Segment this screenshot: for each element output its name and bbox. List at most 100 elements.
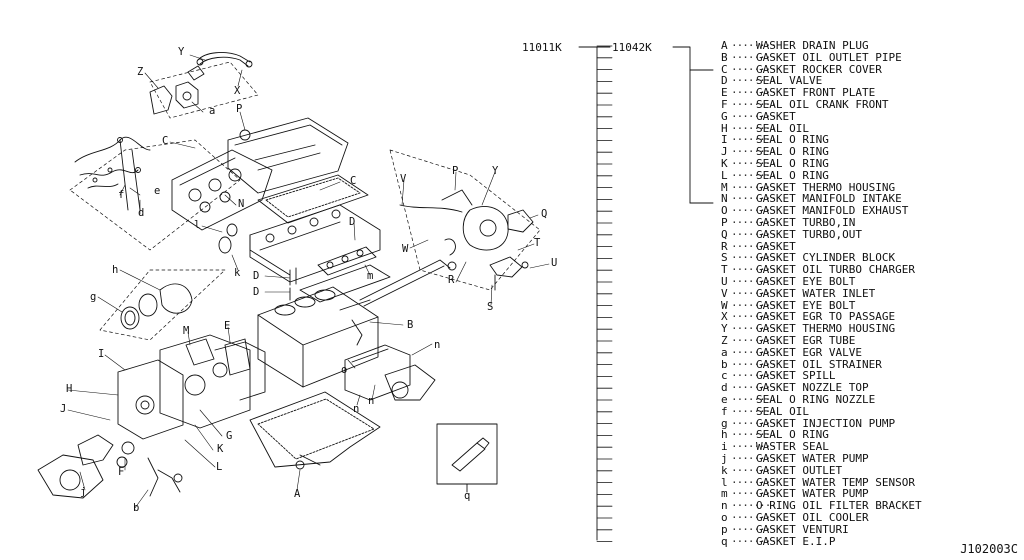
legend-part-name: GASKET TURBO,IN xyxy=(756,216,856,229)
legend-leader-dots: ········ xyxy=(731,534,777,548)
legend-leader-dots: ········ xyxy=(731,109,777,123)
legend-row: h········SEAL O RING xyxy=(721,429,829,441)
callout-label: U xyxy=(551,257,558,269)
legend-row: J········SEAL O RING xyxy=(721,146,829,158)
legend-key: n xyxy=(721,499,728,513)
callout-label: R xyxy=(448,274,455,286)
legend-part-name: SEAL O RING xyxy=(756,145,829,159)
intake-manifold-part xyxy=(171,149,273,231)
legend-leader-dots: ········ xyxy=(731,192,777,206)
legend-part-name: GASKET NOZZLE TOP xyxy=(756,381,869,395)
legend-part-name: SEAL OIL xyxy=(756,404,809,418)
head-gasket-part xyxy=(299,264,391,303)
callout-label: Z xyxy=(137,66,144,78)
legend-leader-dots: ········ xyxy=(731,522,777,536)
callout-label: q xyxy=(464,490,471,502)
oil-strainer-part xyxy=(147,457,183,497)
legend-part-name: GASKET EGR TO PASSAGE xyxy=(756,310,896,324)
legend-row: O········GASKET MANIFOLD EXHAUST xyxy=(721,205,908,217)
legend-key: J xyxy=(721,145,728,159)
wiring-harness-part xyxy=(74,136,151,211)
legend-leader-dots: ········ xyxy=(731,180,777,194)
legend-row: V········GASKET WATER INLET xyxy=(721,286,875,300)
legend-row: D········SEAL VALVE xyxy=(721,75,822,87)
legend-part-name: GASKET THERMO HOUSING xyxy=(756,322,896,336)
legend-row: k········GASKET OUTLET xyxy=(721,463,843,477)
legend-key: Z xyxy=(721,334,728,347)
legend-leader-dots: ········ xyxy=(731,322,777,336)
legend-key: m xyxy=(721,487,728,501)
legend-part-name: SEAL O RING xyxy=(756,428,829,442)
legend-leader-dots: ········ xyxy=(731,133,777,147)
legend-row: e········SEAL O RING NOZZLE xyxy=(721,394,875,406)
callout-label: l xyxy=(194,219,201,231)
legend-key: M xyxy=(721,180,728,194)
legend-row: P········GASKET TURBO,IN xyxy=(721,217,855,229)
legend-key: K xyxy=(721,157,728,170)
legend-part-name: WASTER SEAL xyxy=(756,440,829,454)
legend-key: i xyxy=(721,440,728,454)
kit-part-number: 11011K xyxy=(522,41,562,54)
legend-leader-dots: ········ xyxy=(731,416,777,430)
legend-part-name: SEAL VALVE xyxy=(756,74,823,88)
legend-leader-dots: ········ xyxy=(731,98,777,111)
legend-part-name: O RING OIL FILTER BRACKET xyxy=(756,499,922,513)
legend-key: O xyxy=(721,204,728,218)
callout-label: g xyxy=(90,291,97,303)
legend-row: R········GASKET xyxy=(721,240,796,253)
legend-row: N········GASKET MANIFOLD INTAKE xyxy=(721,193,902,205)
callout-label: A xyxy=(294,488,301,500)
legend-key: j xyxy=(721,452,728,465)
callout-label: K xyxy=(217,443,224,455)
legend-leader-dots: ········ xyxy=(731,263,777,277)
legend-row: i········WASTER SEAL xyxy=(721,441,829,453)
legend-leader-dots: ········ xyxy=(731,475,777,489)
callout-label: W xyxy=(402,243,409,255)
legend-row: g········GASKET INJECTION PUMP xyxy=(721,416,896,430)
legend-key: H xyxy=(721,121,728,135)
legend-row: Q········GASKET TURBO,OUT xyxy=(721,227,862,241)
callout-label: n xyxy=(353,403,360,415)
legend-key: A xyxy=(721,39,728,52)
legend-leader-dots: ········ xyxy=(731,275,777,288)
callout-label: F xyxy=(118,466,125,478)
legend-key: p xyxy=(721,522,728,536)
legend-row: b········GASKET OIL STRAINER xyxy=(721,358,882,371)
legend-row: m········GASKET WATER PUMP xyxy=(721,488,869,500)
legend-key: S xyxy=(721,251,728,265)
legend-row: A········WASHER DRAIN PLUG xyxy=(721,40,869,52)
legend-part-name: GASKET WATER PUMP xyxy=(756,487,869,501)
legend-leader-dots: ········ xyxy=(731,62,777,76)
legend-part-name: GASKET WATER TEMP SENSOR xyxy=(756,475,915,489)
legend-key: B xyxy=(721,50,728,64)
legend-key: U xyxy=(721,275,728,288)
legend-row: H········SEAL OIL xyxy=(721,121,809,135)
callout-label: Y xyxy=(178,46,185,58)
legend-leader-dots: ········ xyxy=(731,286,777,300)
legend-key: C xyxy=(721,62,728,76)
legend-leader-dots: ········ xyxy=(731,334,777,347)
legend-part-name: GASKET OIL OUTLET PIPE xyxy=(756,50,902,64)
legend-part-name: SEAL OIL xyxy=(756,121,809,135)
legend-row: U········GASKET EYE BOLT xyxy=(721,276,855,288)
legend-leader-dots: ········ xyxy=(731,487,777,501)
legend-key: Q xyxy=(721,227,728,241)
callout-label: Q xyxy=(541,208,548,220)
legend-leader-dots: ········ xyxy=(731,310,777,324)
legend-key: c xyxy=(721,369,728,383)
legend-leader-dots: ········ xyxy=(731,145,777,159)
legend-part-name: GASKET INJECTION PUMP xyxy=(756,416,896,430)
legend-row: W········GASKET EYE BOLT xyxy=(721,299,855,312)
cylinder-head-part xyxy=(249,204,381,283)
front-plate-part xyxy=(159,334,266,429)
callout-label: B xyxy=(407,319,414,331)
legend-part-name: GASKET EGR TUBE xyxy=(756,334,856,347)
callout-label: T xyxy=(534,237,541,249)
callout-label: f xyxy=(118,189,125,201)
legend-part-name: GASKET OUTLET xyxy=(756,463,843,477)
legend-key: k xyxy=(721,463,728,477)
legend-part-name: SEAL O RING xyxy=(756,157,829,170)
legend-leader-dots: ········ xyxy=(731,381,777,395)
legend-key: o xyxy=(721,511,728,524)
callout-label: n xyxy=(368,395,375,407)
